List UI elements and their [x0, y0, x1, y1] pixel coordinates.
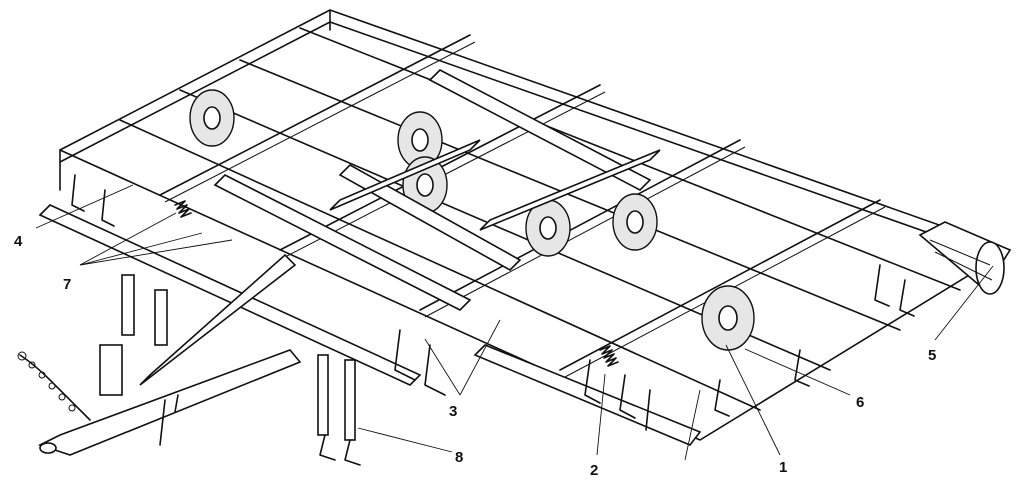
tines: [71, 174, 915, 431]
leader-lines: [35, 184, 994, 461]
rear-roller: [918, 221, 1012, 295]
rear-discs: [317, 354, 361, 466]
drawbar-hitch: [17, 253, 302, 456]
leveling-boards: [38, 204, 702, 446]
callout-7: 7: [63, 276, 71, 293]
callout-6: 6: [856, 394, 864, 411]
callout-2: 2: [590, 462, 598, 479]
callout-5: 5: [928, 347, 936, 364]
callout-4: 4: [14, 233, 23, 250]
callout-1: 1: [779, 459, 787, 476]
callout-3: 3: [449, 403, 457, 420]
callout-labels: 4 7 3 2 1 6 5 8: [14, 233, 936, 479]
callout-8: 8: [455, 449, 463, 466]
springs: [174, 200, 619, 367]
lift-cylinders: [213, 69, 661, 311]
